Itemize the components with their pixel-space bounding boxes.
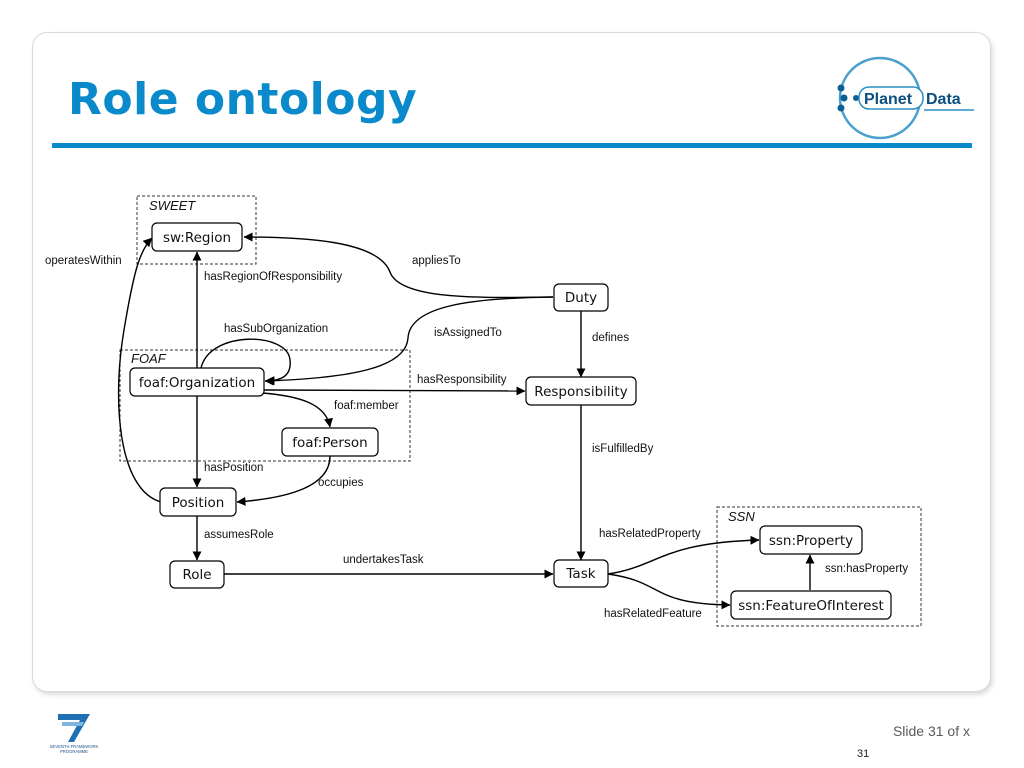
logo-word-data: Data (926, 91, 961, 108)
edge-is-assigned-to (265, 296, 554, 386)
title-underline (52, 143, 972, 148)
label-operates-within: operatesWithin (45, 255, 122, 267)
node-position: Position (159, 487, 237, 517)
foaf-group-label: FOAF (131, 351, 167, 366)
node-role-label: Role (182, 567, 211, 583)
edge-occupies (236, 455, 331, 506)
label-defines: defines (592, 332, 629, 344)
label-foaf-member: foaf:member (334, 400, 399, 412)
planet-data-logo: Planet Data (837, 56, 974, 140)
node-foaf-person: foaf:Person (281, 427, 379, 457)
edge-has-sub-organization (200, 338, 291, 386)
node-duty-label: Duty (565, 290, 597, 306)
label-has-position: hasPosition (204, 462, 263, 474)
ssn-group-box (716, 506, 922, 627)
label-is-assigned-to: isAssignedTo (434, 327, 502, 339)
node-task: Task (553, 559, 609, 588)
node-role: Role (169, 560, 225, 589)
label-has-sub-organization: hasSubOrganization (224, 323, 328, 335)
node-position-label: Position (172, 495, 225, 511)
ssn-group-label: SSN (728, 509, 755, 524)
node-ssn-feature-of-interest: ssn:FeatureOfInterest (730, 590, 892, 620)
logo-word-planet: Planet (864, 91, 913, 108)
node-duty: Duty (553, 283, 609, 312)
slide-title: Role ontology (68, 74, 418, 125)
fp7-logo: SEVENTH FRAMEWORK PROGRAMME (50, 714, 99, 754)
edge-has-related-feature (607, 573, 731, 610)
fp7-text-line-1: SEVENTH FRAMEWORK (50, 744, 99, 749)
edge-operates-within (117, 237, 162, 503)
node-sw-region: sw:Region (151, 222, 243, 252)
label-has-related-property: hasRelatedProperty (599, 528, 701, 540)
node-ssn-property-label: ssn:Property (769, 533, 853, 549)
label-undertakes-task: undertakesTask (343, 554, 424, 566)
label-is-fulfilled-by: isFulfilledBy (592, 443, 654, 455)
sweet-group-label: SWEET (149, 198, 196, 213)
node-ssn-property: ssn:Property (759, 525, 863, 555)
label-has-responsibility: hasResponsibility (417, 374, 507, 386)
label-applies-to: appliesTo (412, 255, 461, 267)
node-sw-region-label: sw:Region (163, 230, 231, 246)
foaf-group-box (119, 349, 411, 462)
node-ssn-feature-of-interest-label: ssn:FeatureOfInterest (738, 598, 884, 614)
page-number: 31 (857, 748, 870, 760)
label-has-related-feature: hasRelatedFeature (604, 608, 702, 620)
slide-counter: Slide 31 of x (892, 723, 970, 739)
node-responsibility-label: Responsibility (534, 384, 627, 400)
node-foaf-organization: foaf:Organization (129, 367, 265, 397)
edge-has-responsibility (263, 386, 526, 396)
node-responsibility: Responsibility (525, 376, 637, 406)
edge-applies-to (243, 232, 554, 299)
label-occupies: occupies (318, 477, 364, 489)
node-foaf-organization-label: foaf:Organization (139, 375, 255, 391)
label-assumes-role: assumesRole (204, 529, 274, 541)
node-foaf-person-label: foaf:Person (292, 435, 367, 451)
edge-has-related-property (607, 535, 760, 575)
node-task-label: Task (565, 566, 595, 582)
label-ssn-has-property: ssn:hasProperty (825, 563, 908, 575)
edge-foaf-member (261, 392, 333, 428)
fp7-text-line-2: PROGRAMME (60, 749, 88, 754)
label-has-region-of-responsibility: hasRegionOfResponsibility (204, 271, 342, 283)
